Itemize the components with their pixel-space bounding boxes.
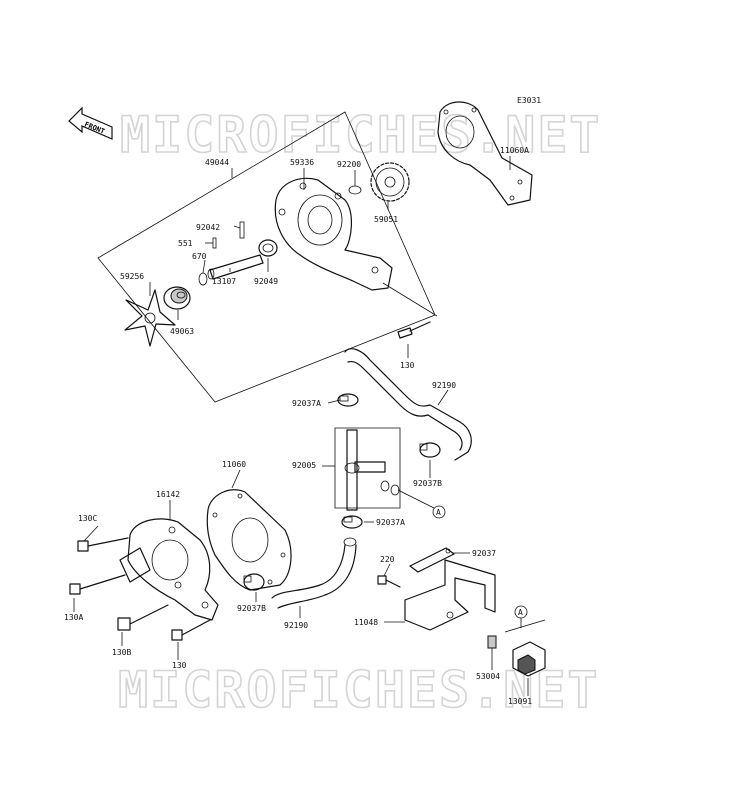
clamp-92037A-bottom — [341, 515, 363, 529]
callout-11060: 11060 — [222, 460, 246, 469]
hose-92190-bottom — [271, 544, 346, 599]
callout-59336: 59336 — [290, 158, 314, 167]
gear-59051 — [370, 162, 410, 202]
ref-label-A-mid: A — [436, 508, 441, 517]
callout-92042: 92042 — [196, 223, 220, 232]
oring-670 — [198, 272, 208, 286]
mech-seal-49063 — [163, 286, 191, 310]
impeller-59256 — [124, 289, 176, 347]
tjoint-92005 — [344, 429, 386, 511]
washer-92200 — [348, 185, 362, 195]
callout-130-bottom: 130 — [172, 661, 187, 670]
gasket-11060 — [206, 489, 292, 591]
ref-label-A-right: A — [518, 608, 523, 617]
callout-220: 220 — [380, 555, 395, 564]
bolt-130C — [77, 537, 129, 552]
bracket-11048 — [404, 559, 496, 631]
diagram-code: E3031 — [517, 96, 541, 105]
hose-92190-top — [344, 348, 472, 461]
bolt-220 — [377, 575, 401, 588]
pin-92042 — [239, 221, 245, 239]
callout-labels: 49044 59336 92200 59051 11060A 92042 551… — [64, 146, 532, 706]
callout-92005: 92005 — [292, 461, 316, 470]
callout-11060A: 11060A — [500, 146, 529, 155]
callout-130C: 130C — [78, 514, 97, 523]
watermark-top: MICROFICHES.NET — [120, 106, 602, 164]
callout-59256: 59256 — [120, 272, 144, 281]
callout-59051: 59051 — [374, 215, 398, 224]
seal-92049 — [258, 239, 278, 257]
pin-551 — [212, 237, 217, 249]
callout-16142: 16142 — [156, 490, 180, 499]
callout-92037B-right: 92037B — [413, 479, 442, 488]
clip-92037 — [409, 547, 455, 573]
callout-92037B-left: 92037B — [237, 604, 266, 613]
clamp-92037B-left — [243, 573, 265, 591]
callout-92037: 92037 — [472, 549, 496, 558]
callout-92200: 92200 — [337, 160, 361, 169]
oring-tjoint-2 — [390, 484, 400, 496]
pump-cover-16142 — [119, 518, 219, 621]
bolt-130B — [117, 604, 169, 631]
gasket-11060A — [437, 101, 533, 206]
callout-49044: 49044 — [205, 158, 229, 167]
callout-53004: 53004 — [476, 672, 500, 681]
leader-lines — [73, 156, 546, 696]
shaft-13107 — [207, 254, 264, 280]
bolt-130-leader — [382, 282, 438, 317]
callout-551: 551 — [178, 239, 193, 248]
callout-130-top: 130 — [400, 361, 415, 370]
callout-92190-bottom: 92190 — [284, 621, 308, 630]
callout-13091: 13091 — [508, 697, 532, 706]
clamp-92037B-right — [419, 442, 441, 458]
callout-49063: 49063 — [170, 327, 194, 336]
callout-130A: 130A — [64, 613, 83, 622]
clamp-92037A-top — [337, 393, 359, 407]
callout-92049: 92049 — [254, 277, 278, 286]
callout-11048: 11048 — [354, 618, 378, 627]
callout-92037A-bottom: 92037A — [376, 518, 405, 527]
pump-cover-59336 — [274, 177, 393, 291]
bolt-130-top — [397, 321, 431, 339]
front-arrow-icon: FRONT — [68, 106, 113, 140]
bolt-130A — [69, 574, 126, 595]
callout-13107: 13107 — [212, 277, 236, 286]
callout-92190-top: 92190 — [432, 381, 456, 390]
oring-tjoint-1 — [380, 480, 390, 492]
bolt-130-bottom — [171, 619, 211, 641]
ref-circle-A-mid — [432, 505, 446, 519]
tjoint-bracket — [334, 427, 401, 509]
holder-13091 — [512, 641, 546, 677]
clip-53004 — [487, 635, 497, 649]
callout-670: 670 — [192, 252, 207, 261]
callout-92037A-top: 92037A — [292, 399, 321, 408]
callout-130B: 130B — [112, 648, 131, 657]
